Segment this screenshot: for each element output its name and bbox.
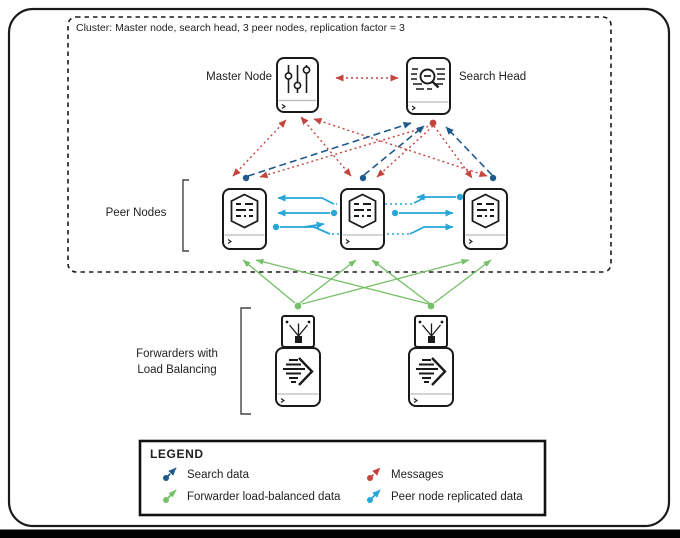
legend-box: LEGEND Search data Forwarder load-balanc…: [138, 439, 547, 517]
forwarder-data-marker-icon: [167, 489, 177, 499]
replication-dot-peer2-right: [391, 209, 399, 217]
fwd2-peer2-link: [371, 259, 430, 304]
replication-link-peer1-peer3: [409, 223, 454, 235]
peer-nodes-label: Peer Nodes: [106, 207, 167, 219]
forwarder-data-marker-icon: [163, 497, 169, 503]
forwarder-data-arrows: [242, 258, 492, 305]
forwarder-icon-2: [407, 314, 455, 408]
peer-nodes-bracket: [182, 179, 189, 252]
replication-link-peer3-peer1: [277, 194, 335, 205]
master-node-label: Master Node: [206, 71, 272, 83]
forwarders-label-line2: Load Balancing: [137, 364, 216, 376]
legend-item-replicated-data: Peer node replicated data: [367, 489, 523, 503]
messages-link-searchhead-peer3: [433, 125, 473, 179]
search-head-icon: [405, 56, 452, 116]
forwarder-icon-1: [274, 314, 322, 408]
replication-dot-peer1: [272, 223, 280, 231]
outer-border: [7, 7, 671, 528]
peer-node-icon-2: [340, 188, 385, 250]
forwarders-label-line1: Forwarders with: [136, 348, 218, 360]
messages-arrows: [232, 74, 488, 179]
messages-link-searchhead-peer1: [259, 124, 434, 179]
search-data-marker-icon: [163, 475, 169, 481]
legend-label: Search data: [187, 469, 250, 481]
messages-marker-icon: [371, 467, 381, 477]
cluster-label: Cluster: Master node, search head, 3 pee…: [76, 22, 405, 34]
bottom-bar: [0, 529, 680, 538]
messages-marker-icon: [367, 475, 373, 481]
fwd1-peer3-link: [301, 259, 470, 305]
legend-title: LEGEND: [150, 447, 204, 461]
forwarder-dot-2: [427, 302, 435, 310]
search-data-arrows: [247, 121, 493, 177]
legend-border: [138, 439, 547, 517]
search-data-dot-peer3: [489, 174, 497, 182]
search-data-link-peer1: [247, 121, 412, 177]
legend-label: Peer node replicated data: [391, 491, 523, 503]
replication-link-peer1-peer2: [303, 221, 325, 229]
replicated-data-marker-icon: [367, 497, 373, 503]
fwd2-peer1-link: [255, 258, 430, 305]
replicated-data-marker-icon: [371, 489, 381, 499]
search-data-link-peer3: [445, 126, 493, 176]
legend-item-search-data: Search data: [163, 467, 250, 481]
master-node-icon: [276, 57, 319, 113]
forwarder-dot-1: [294, 302, 302, 310]
forwarders-bracket: [240, 307, 251, 415]
fwd2-peer3-link: [433, 259, 492, 304]
replication-dot-peer3: [456, 193, 464, 201]
legend-item-forwarder-data: Forwarder load-balanced data: [163, 489, 341, 503]
legend-label: Forwarder load-balanced data: [187, 491, 341, 503]
search-data-link-peer2: [363, 125, 425, 176]
replication-dot-peer2-left: [330, 209, 338, 217]
replication-elbow: [413, 196, 427, 204]
legend-item-messages: Messages: [367, 467, 444, 481]
search-head-label: Search Head: [459, 71, 526, 83]
fwd1-peer1-link: [242, 259, 296, 304]
messages-link-master-peer3: [313, 118, 488, 177]
replication-arrows: [277, 193, 456, 235]
peer-node-icon-3: [463, 188, 508, 250]
peer-node-icon-1: [222, 188, 267, 250]
messages-origin-dot: [429, 119, 437, 127]
replication-elbow: [313, 226, 331, 235]
search-data-dot-peer1: [242, 174, 250, 182]
search-data-marker-icon: [167, 467, 177, 477]
fwd1-peer2-link: [299, 259, 357, 304]
origin-dots: [242, 119, 497, 310]
legend-label: Messages: [391, 469, 444, 481]
search-data-dot-peer2: [359, 174, 367, 182]
